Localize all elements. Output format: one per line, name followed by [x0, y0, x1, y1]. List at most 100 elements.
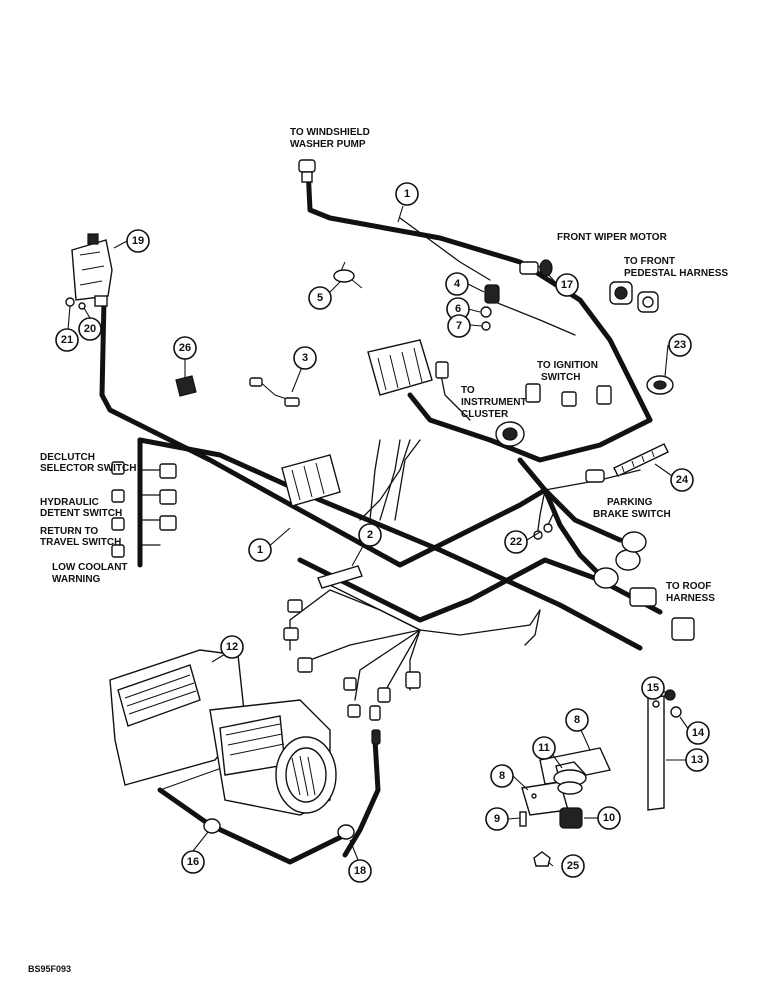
svg-text:8: 8 — [574, 714, 580, 726]
svg-text:BS95F093: BS95F093 — [28, 964, 71, 974]
svg-text:TO WINDSHIELD: TO WINDSHIELD — [290, 127, 370, 138]
washer-pump-connector — [298, 159, 316, 183]
jumper-3 — [249, 377, 300, 407]
callout-18: 18 — [348, 859, 372, 883]
svg-text:12: 12 — [226, 641, 238, 653]
callout-1-mid: 1 — [248, 538, 272, 562]
round-plugs — [593, 531, 647, 589]
svg-text:7: 7 — [456, 320, 462, 332]
svg-text:6: 6 — [455, 303, 461, 315]
callout-17: 17 — [555, 273, 579, 297]
switch-10 — [559, 807, 583, 829]
svg-text:5: 5 — [317, 292, 323, 304]
svg-text:17: 17 — [561, 279, 573, 291]
callout-22: 22 — [504, 530, 528, 554]
svg-text:15: 15 — [647, 682, 659, 694]
svg-text:16: 16 — [187, 856, 199, 868]
label-low-coolant: LOW COOLANT WARNING — [52, 562, 128, 585]
callout-3: 3 — [293, 346, 317, 370]
switch-11 — [553, 769, 587, 795]
svg-text:1: 1 — [404, 188, 410, 200]
instrument-cluster-connector — [495, 421, 525, 447]
svg-text:CLUSTER: CLUSTER — [461, 409, 509, 420]
svg-text:1: 1 — [257, 544, 263, 556]
roof-harness-connectors — [629, 587, 695, 641]
label-return-travel: RETURN TO TRAVEL SWITCH — [40, 526, 121, 548]
fuse-holder-2 — [317, 565, 363, 589]
leader-lines — [67, 205, 690, 867]
svg-text:13: 13 — [691, 754, 703, 766]
svg-text:8: 8 — [499, 770, 505, 782]
svg-text:SELECTOR SWITCH: SELECTOR SWITCH — [40, 463, 136, 474]
svg-text:19: 19 — [132, 235, 144, 247]
label-instrument: TO INSTRUMENT CLUSTER — [461, 385, 527, 420]
svg-text:10: 10 — [603, 812, 615, 824]
branch-connectors — [283, 599, 421, 745]
label-hydraulic: HYDRAULIC DETENT SWITCH — [40, 497, 122, 519]
label-declutch: DECLUTCH SELECTOR SWITCH — [40, 452, 136, 474]
svg-text:2: 2 — [367, 529, 373, 541]
svg-text:WARNING: WARNING — [52, 574, 101, 585]
svg-text:24: 24 — [676, 474, 689, 486]
callout-21: 21 — [55, 328, 79, 352]
clip-4 — [484, 284, 500, 304]
svg-text:20: 20 — [84, 323, 96, 335]
label-parking-brake: PARKING BRAKE SWITCH — [593, 497, 671, 520]
svg-text:TRAVEL SWITCH: TRAVEL SWITCH — [40, 537, 121, 548]
grommet-16 — [203, 818, 221, 834]
callout-13: 13 — [685, 748, 709, 772]
callout-7: 7 — [447, 314, 471, 338]
svg-text:PEDESTAL HARNESS: PEDESTAL HARNESS — [624, 268, 728, 279]
fuse-block — [367, 339, 449, 396]
washer-6 — [480, 306, 492, 318]
svg-text:SWITCH: SWITCH — [541, 372, 580, 383]
callout-24: 24 — [670, 468, 694, 492]
svg-text:FRONT WIPER MOTOR: FRONT WIPER MOTOR — [557, 232, 668, 243]
callout-19: 19 — [126, 229, 150, 253]
blower-assembly-12 — [109, 649, 337, 816]
ignition-connectors — [525, 383, 612, 407]
svg-text:21: 21 — [61, 334, 73, 346]
callout-12: 12 — [220, 635, 244, 659]
label-front-pedestal: TO FRONT PEDESTAL HARNESS — [624, 256, 728, 279]
svg-text:11: 11 — [538, 742, 550, 754]
callout-16: 16 — [181, 850, 205, 874]
callout-25: 25 — [561, 854, 585, 878]
strap-13 — [647, 695, 665, 811]
svg-text:DETENT SWITCH: DETENT SWITCH — [40, 508, 122, 519]
label-washer-pump: TO WINDSHIELD WASHER PUMP — [290, 127, 370, 150]
svg-text:TO: TO — [461, 385, 475, 396]
callout-4: 4 — [445, 272, 469, 296]
svg-text:26: 26 — [179, 342, 191, 354]
svg-text:BRAKE SWITCH: BRAKE SWITCH — [593, 509, 671, 520]
svg-text:DECLUTCH: DECLUTCH — [40, 452, 95, 463]
label-roof: TO ROOF HARNESS — [666, 581, 715, 604]
callout-1-top: 1 — [395, 182, 419, 206]
svg-text:HARNESS: HARNESS — [666, 593, 715, 604]
svg-text:INSTRUMENT: INSTRUMENT — [461, 397, 527, 408]
svg-text:TO ROOF: TO ROOF — [666, 581, 711, 592]
svg-text:4: 4 — [454, 278, 461, 290]
figure-code: BS95F093 — [28, 964, 71, 974]
front-wiper-connector — [519, 259, 553, 277]
left-switch-connectors — [111, 461, 177, 558]
label-ignition: TO IGNITION SWITCH — [537, 360, 598, 383]
terminal-strip-24 — [613, 443, 669, 477]
svg-text:14: 14 — [692, 727, 705, 739]
label-front-wiper: FRONT WIPER MOTOR — [557, 232, 668, 243]
nut-7 — [481, 321, 491, 331]
clip-22 — [533, 523, 553, 540]
parking-brake-connector — [585, 469, 605, 483]
svg-text:RETURN TO: RETURN TO — [40, 526, 98, 537]
svg-text:9: 9 — [494, 813, 500, 825]
callout-5: 5 — [308, 286, 332, 310]
callout-11: 11 — [532, 736, 556, 760]
svg-text:TO IGNITION: TO IGNITION — [537, 360, 598, 371]
callout-8-upper: 8 — [565, 708, 589, 732]
washer-20-21 — [65, 297, 86, 310]
cable-tie-5 — [333, 269, 363, 289]
svg-text:PARKING: PARKING — [607, 497, 653, 508]
washer-14 — [670, 706, 682, 718]
front-pedestal-connectors — [609, 281, 659, 313]
